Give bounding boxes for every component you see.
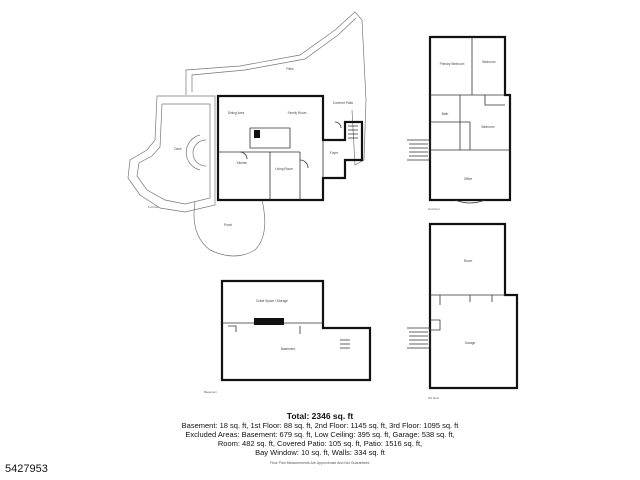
room-label-foyer: Foyer [330,151,339,155]
upper-level-walls [428,35,512,202]
room-label-deck: Deck [174,147,182,151]
room-label-garage: Garage [465,341,476,345]
floor-plan-basement: Crawl Space / Storage Basement Basement [204,279,372,394]
floor-label-first: 1st Floor [148,205,159,209]
floor-label-basement: Basement [204,390,217,394]
room-label-covered-patio: Covered Patio [333,101,353,105]
deck-outline [127,95,216,213]
room-label-room: Room [464,259,473,263]
area-breakdown-line-4: Bay Window: 10 sq. ft, Walls: 334 sq. ft [255,448,385,457]
room-label-primary-bedroom: Primary Bedroom [440,62,465,66]
listing-id: 5427953 [5,463,48,475]
floor-plan-main-level: Dining Area Family Room Covered Patio Ki… [127,11,367,257]
room-label-patio: Patio [286,67,293,71]
measurement-disclaimer: Floor Plan Measurements Are Approximate … [269,461,371,465]
floor-label-second: 2nd Floor [428,207,440,211]
patio-outline [185,11,367,166]
room-label-basement: Basement [281,347,295,351]
room-label-bedroom-1: Bedroom [483,60,496,64]
room-label-family-room: Family Room [288,111,307,115]
basement-beam [254,318,284,325]
room-label-bedroom-2: Bedroom [482,125,495,129]
porch-outline [193,199,266,257]
room-label-bath: Bath [442,112,449,116]
fireplace-icon [254,130,260,138]
total-area: Total: 2346 sq. ft [286,411,354,421]
floor-label-third: 3rd Floor [428,396,439,400]
room-label-office: Office [464,177,472,181]
area-breakdown-line-1: Basement: 18 sq. ft, 1st Floor: 88 sq. f… [181,421,459,430]
basement-walls [220,279,372,382]
floor-plan-garage-level: Room Garage 3rd Floor [407,222,519,400]
area-breakdown-line-2: Excluded Areas: Basement: 679 sq. ft, Lo… [185,430,455,439]
room-label-kitchen: Kitchen [237,161,248,165]
garage-level-walls [428,222,519,390]
room-label-dining-area: Dining Area [228,111,245,115]
area-breakdown-line-3: Room: 482 sq. ft, Covered Patio: 105 sq.… [217,439,423,448]
room-label-crawl-space: Crawl Space / Storage [256,299,288,303]
room-label-porch: Porch [224,223,233,227]
room-label-living-room: Living Room [275,167,293,171]
floor-plan-upper-level: Primary Bedroom Bedroom Bath Bedroom Off… [407,35,512,211]
